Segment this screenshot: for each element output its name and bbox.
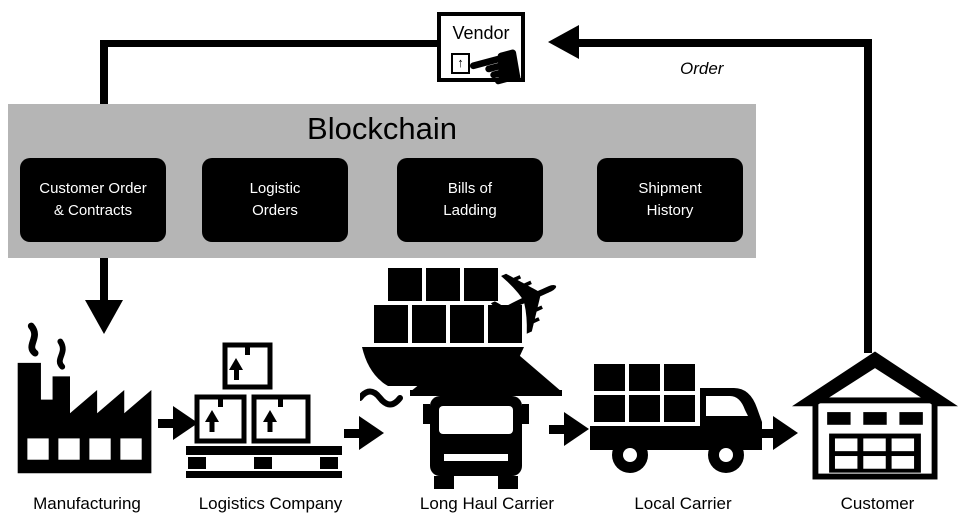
order-arrowhead-left — [548, 25, 579, 59]
arrow-head — [173, 406, 198, 440]
arrow-bar — [344, 429, 361, 438]
order-label: Order — [680, 59, 724, 78]
label-manufacturing: Manufacturing — [33, 494, 141, 513]
arrow-head — [773, 416, 798, 450]
flow-arrow-1 — [158, 406, 198, 440]
delivery-truck-icon — [590, 364, 762, 473]
arrow-head — [359, 416, 384, 450]
vendor-line-horizontal — [104, 40, 440, 47]
vendor-node: Vendor ↑ — [437, 12, 525, 82]
vendor-label: Vendor — [452, 23, 510, 43]
flow-arrow-2 — [344, 416, 384, 450]
blockchain-block-logistic-orders: Logistic Orders — [202, 158, 348, 242]
label-long-haul-carrier: Long Haul Carrier — [419, 494, 555, 513]
flow-arrow-3 — [549, 412, 589, 446]
label-logistics-company: Logistics Company — [198, 494, 343, 513]
factory-icon — [17, 322, 152, 474]
upload-document-icon: ↑ — [451, 53, 470, 74]
ship-plane-truck-icon: ✈ — [360, 240, 612, 490]
arrow-bar — [758, 429, 775, 438]
blockchain-banner: Blockchain Customer Order & Contracts Lo… — [8, 104, 756, 258]
arrow-bar — [549, 425, 566, 434]
pallet-boxes-icon — [186, 342, 342, 478]
order-line-vertical — [864, 39, 872, 353]
arrow-head — [564, 412, 589, 446]
order-line-horizontal — [576, 39, 872, 47]
warehouse-icon — [792, 351, 958, 480]
label-local-carrier: Local Carrier — [634, 494, 732, 513]
label-customer: Customer — [840, 494, 915, 513]
blockchain-title: Blockchain — [307, 111, 457, 146]
blockchain-block-bills-of-lading: Bills of Ladding — [397, 158, 543, 242]
blockchain-block-customer-orders: Customer Order & Contracts — [20, 158, 166, 242]
vendor-arrowhead-down — [85, 300, 123, 334]
arrow-bar — [158, 419, 175, 428]
blockchain-block-shipment-history: Shipment History — [597, 158, 743, 242]
cargo-ship-truck-art — [360, 268, 562, 489]
flow-arrow-4 — [758, 416, 798, 450]
